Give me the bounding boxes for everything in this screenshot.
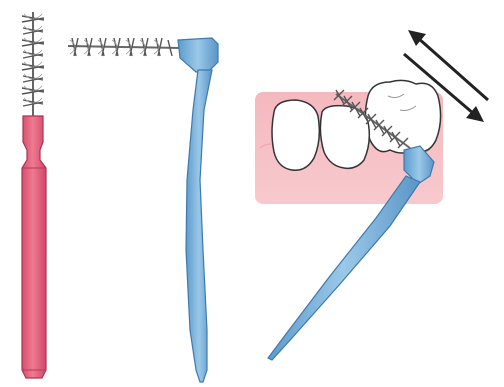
angled-interdental-brush — [68, 38, 218, 382]
tooth-middle — [320, 106, 369, 169]
pink-handle — [22, 116, 46, 378]
brush-wire — [68, 46, 180, 48]
blue-head — [178, 38, 218, 72]
blue-handle — [186, 70, 212, 382]
brush-in-use-scene — [255, 80, 443, 360]
straight-interdental-brush — [22, 12, 46, 378]
tooth-left — [272, 100, 319, 170]
